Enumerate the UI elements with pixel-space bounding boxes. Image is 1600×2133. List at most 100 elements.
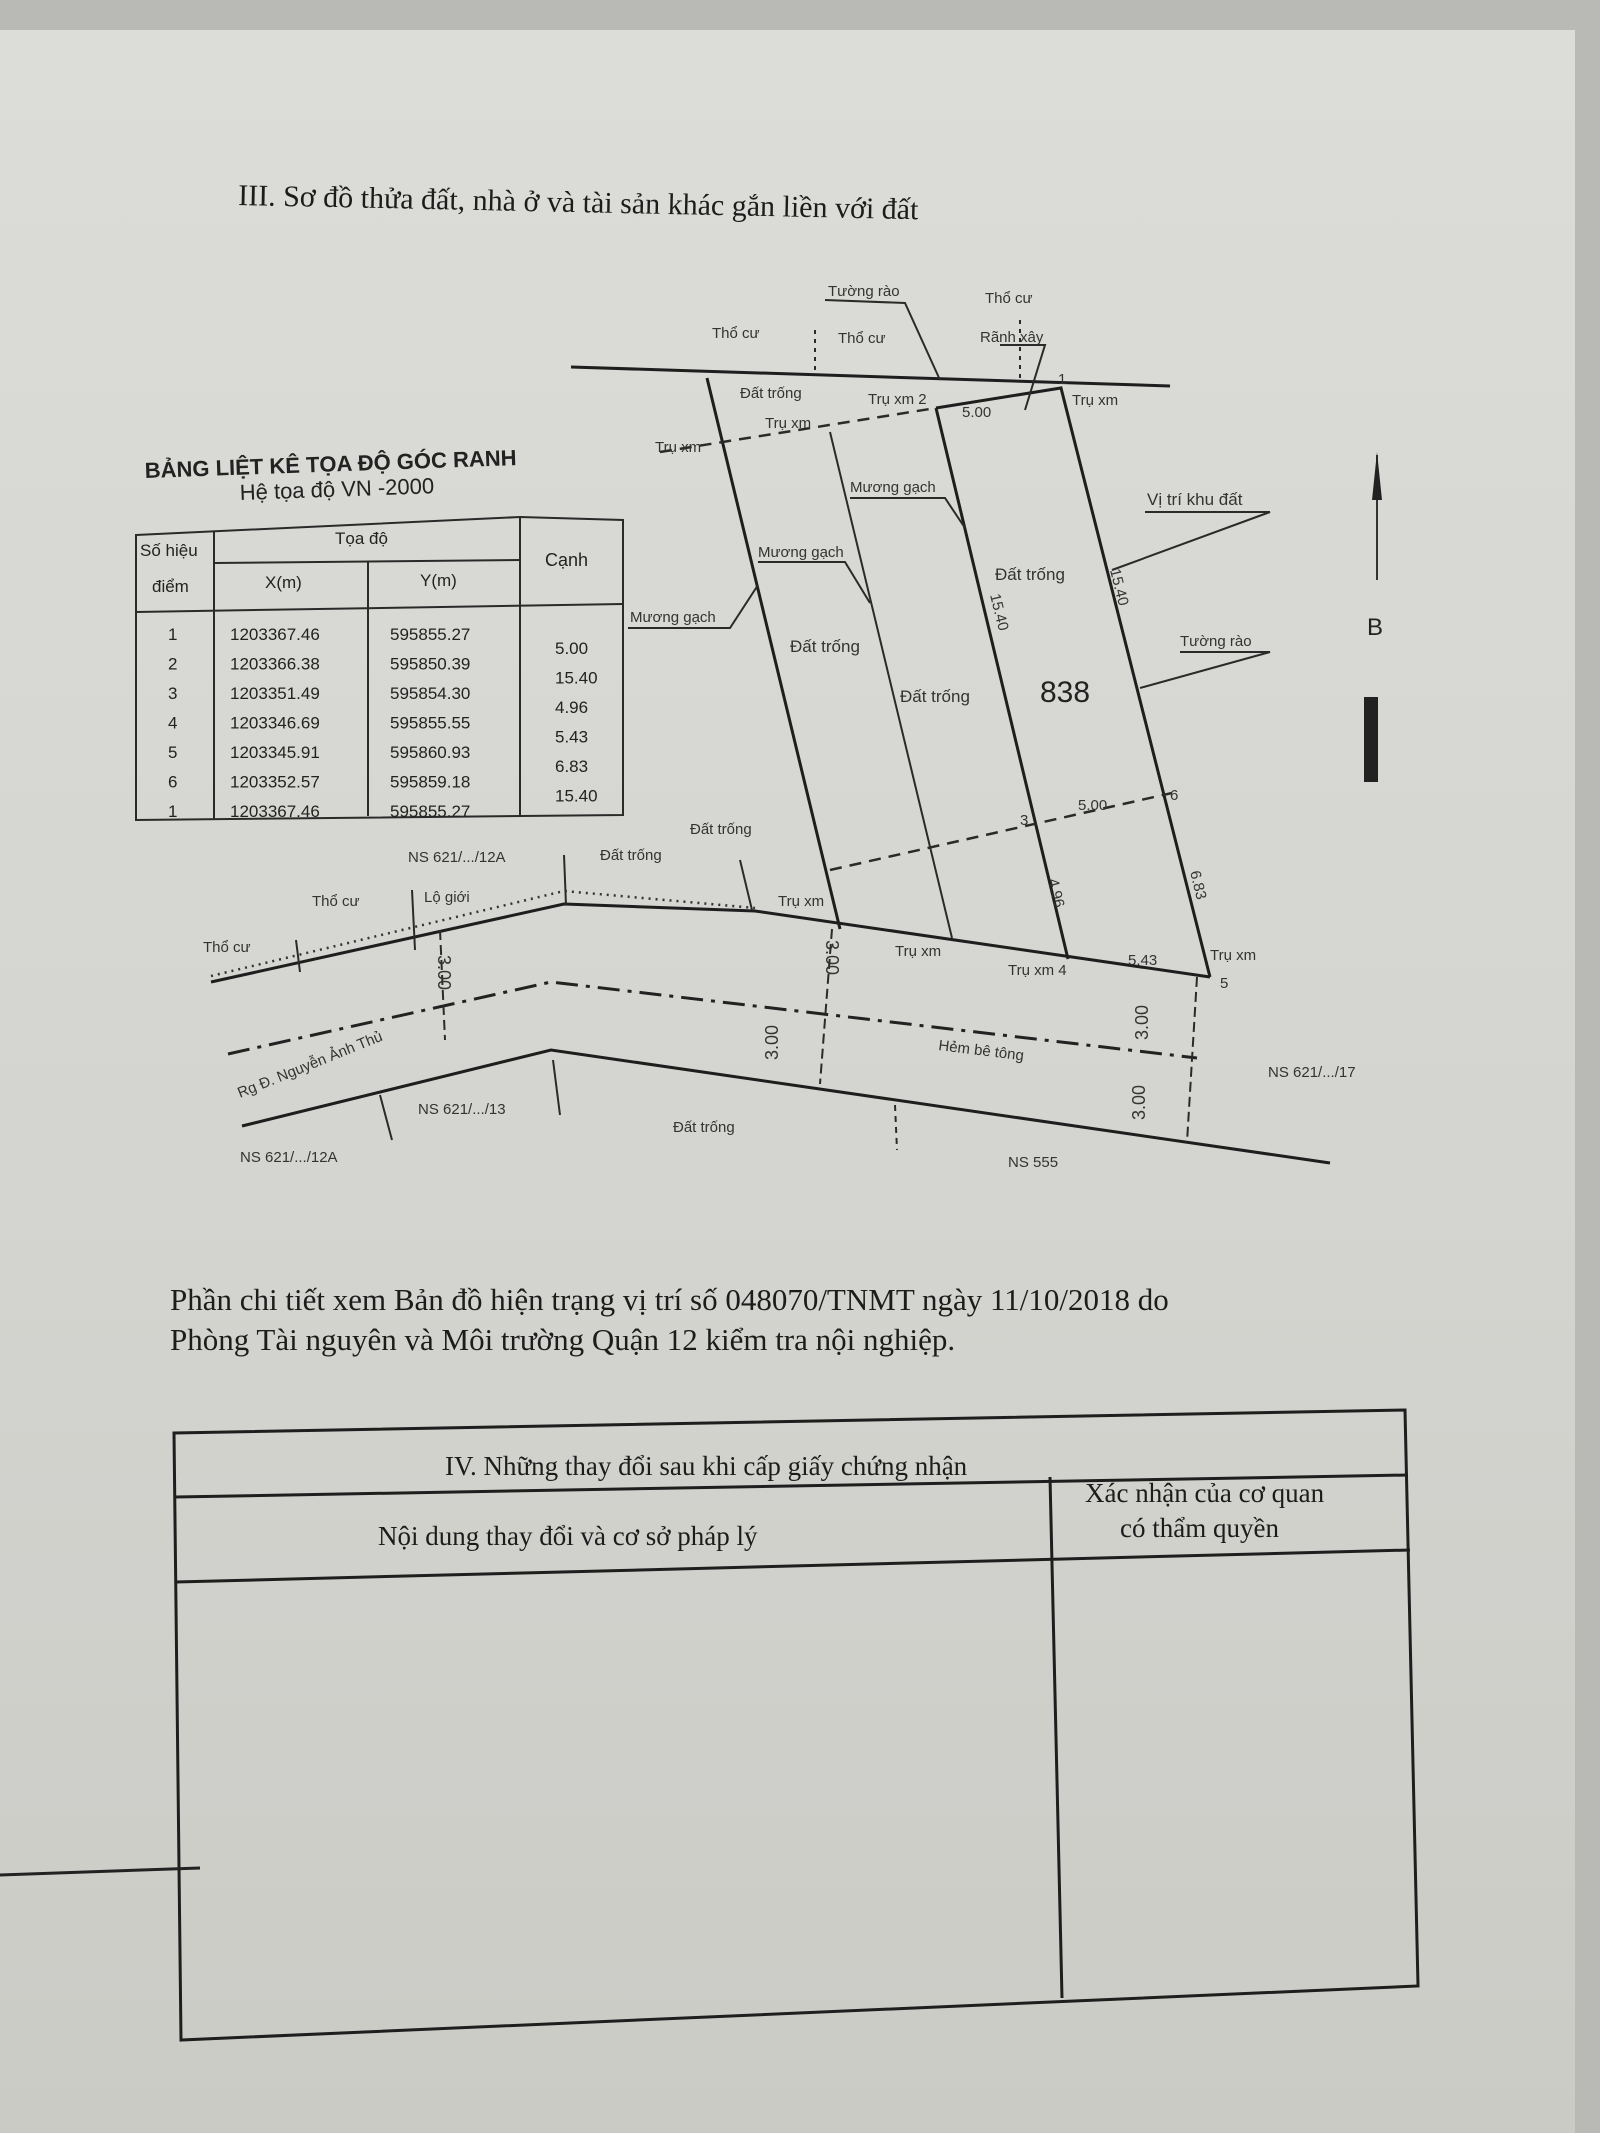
row-edge: 6.83 <box>555 757 588 776</box>
note-line-2: Phòng Tài nguyên và Môi trường Quận 12 k… <box>170 1322 955 1357</box>
label-dat-trong: Đất trống <box>600 847 662 864</box>
label-muong-gach: Mương gạch <box>850 479 936 496</box>
label-tho-cu: Thổ cư <box>712 325 760 342</box>
label-tuong-rao: Tường rào <box>1180 633 1252 650</box>
row-edge: 5.43 <box>555 728 588 747</box>
label-hem: Hẻm bê tông <box>938 1037 1025 1064</box>
header-edge: Cạnh <box>545 550 588 570</box>
road-width: 3.00 <box>822 940 842 975</box>
label-tho-cu: Thổ cư <box>203 939 251 956</box>
row-x: 1203367.46 <box>230 625 320 644</box>
label-tho-cu: Thổ cư <box>838 330 886 347</box>
label-muong-gach: Mương gạch <box>758 544 844 561</box>
label-edge-1-2: 5.00 <box>962 404 991 421</box>
binding-mark <box>1364 697 1378 782</box>
label-tru-xm: Trụ xm <box>1072 392 1118 409</box>
label-edge-2-3: 15.40 <box>986 592 1012 633</box>
changes-col-confirm-2: có thẩm quyền <box>1120 1513 1279 1543</box>
label-tru-xm-4: Trụ xm 4 <box>1008 962 1067 979</box>
row-y: 595855.27 <box>390 802 470 821</box>
changes-col-confirm-1: Xác nhận của cơ quan <box>1085 1478 1325 1508</box>
label-edge-4-5: 5.43 <box>1128 952 1157 969</box>
label-ranh-xay: Rãnh xây <box>980 329 1044 346</box>
road-width: 3.00 <box>1129 1085 1149 1120</box>
row-point: 1 <box>168 625 177 644</box>
point-3: 3 <box>1020 812 1028 829</box>
label-road-name: Rg Đ. Nguyễn Ảnh Thủ <box>235 1028 385 1102</box>
row-x: 1203367.46 <box>230 802 320 821</box>
label-dat-trong: Đất trống <box>690 821 752 838</box>
north-label: B <box>1367 614 1383 641</box>
row-y: 595855.55 <box>390 714 470 733</box>
label-dat-trong: Đất trống <box>790 637 860 656</box>
label-dat-trong: Đất trống <box>900 687 970 706</box>
row-y: 595860.93 <box>390 743 470 762</box>
row-edge: 15.40 <box>555 787 598 806</box>
label-ns-12a: NS 621/.../12A <box>240 1149 338 1166</box>
row-x: 1203346.69 <box>230 714 320 733</box>
row-x: 1203352.57 <box>230 773 320 792</box>
header-point-1: Số hiệu <box>140 541 198 560</box>
label-dat-trong: Đất trống <box>673 1119 735 1136</box>
label-tru-xm: Trụ xm <box>895 943 941 960</box>
header-point-2: điểm <box>152 577 189 596</box>
label-tru-xm: Trụ xm <box>655 439 701 456</box>
diagram-labels: Thổ cư Thổ cư Tường rào Thổ cư Rãnh xây … <box>203 283 1356 1171</box>
label-tho-cu: Thổ cư <box>312 893 360 910</box>
changes-table-title: IV. Những thay đổi sau khi cấp giấy chứn… <box>445 1451 968 1481</box>
row-y: 595854.30 <box>390 684 470 703</box>
label-tru-xm: Trụ xm <box>1210 947 1256 964</box>
header-x: X(m) <box>265 573 302 592</box>
road-width: 3.00 <box>762 1025 782 1060</box>
certificate-page <box>0 30 1575 2133</box>
row-y: 595859.18 <box>390 773 470 792</box>
label-ns-12a: NS 621/.../12A <box>408 849 506 866</box>
row-point: 3 <box>168 684 177 703</box>
row-point: 1 <box>168 802 177 821</box>
coord-rows: 1 1203367.46 595855.27 2 1203366.38 595850.39… <box>168 625 598 821</box>
label-tru-xm: Trụ xm <box>778 893 824 910</box>
label-tuong-rao: Tường rào <box>828 283 900 300</box>
label-edge-3-6: 5.00 <box>1078 797 1107 814</box>
header-coords: Tọa độ <box>335 529 388 548</box>
row-edge: 15.40 <box>555 669 598 688</box>
point-5: 5 <box>1220 975 1228 992</box>
row-point: 5 <box>168 743 177 762</box>
row-x: 1203345.91 <box>230 743 320 762</box>
coordinate-table: BẢNG LIỆT KÊ TỌA ĐỘ GÓC RANH Hệ tọa độ V… <box>135 445 624 822</box>
road-width: 3.00 <box>434 955 454 990</box>
section-3-title: III. Sơ đồ thửa đất, nhà ở và tài sản kh… <box>238 179 920 226</box>
parcel-diagram: Thổ cư Thổ cư Tường rào Thổ cư Rãnh xây … <box>203 283 1356 1171</box>
label-edge-3-4: 4.96 <box>1044 877 1068 909</box>
row-x: 1203366.38 <box>230 655 320 674</box>
row-point: 2 <box>168 655 177 674</box>
changes-col-content: Nội dung thay đổi và cơ sở pháp lý <box>378 1521 758 1551</box>
label-ns-13: NS 621/.../13 <box>418 1101 506 1118</box>
row-point: 4 <box>168 714 177 733</box>
parcel-number: 838 <box>1040 676 1090 709</box>
label-ns-555: NS 555 <box>1008 1154 1058 1171</box>
row-point: 6 <box>168 773 177 792</box>
diagram-lines <box>210 299 1331 1165</box>
point-1: 1 <box>1058 371 1066 388</box>
row-edge: 4.96 <box>555 698 588 717</box>
margin-mark <box>0 1866 201 1877</box>
label-ns-17: NS 621/.../17 <box>1268 1064 1356 1081</box>
row-x: 1203351.49 <box>230 684 320 703</box>
label-muong-gach: Mương gạch <box>630 609 716 626</box>
label-edge-5-6: 6.83 <box>1186 869 1210 901</box>
label-tru-xm: Trụ xm <box>765 415 811 432</box>
row-edge: 5.00 <box>555 639 588 658</box>
label-lo-gioi: Lộ giới <box>424 889 470 906</box>
label-dat-trong: Đất trống <box>995 565 1065 584</box>
changes-table: IV. Những thay đổi sau khi cấp giấy chứn… <box>172 1408 1420 2042</box>
north-arrow-icon <box>1372 452 1382 580</box>
coord-table-grid <box>135 515 624 822</box>
row-y: 595850.39 <box>390 655 470 674</box>
row-y: 595855.27 <box>390 625 470 644</box>
road-width: 3.00 <box>1132 1005 1152 1040</box>
label-dat-trong: Đất trống <box>740 385 802 402</box>
label-vi-tri-khu-dat: Vị trí khu đất <box>1147 490 1243 509</box>
note-line-1: Phần chi tiết xem Bản đồ hiện trạng vị t… <box>170 1282 1169 1317</box>
